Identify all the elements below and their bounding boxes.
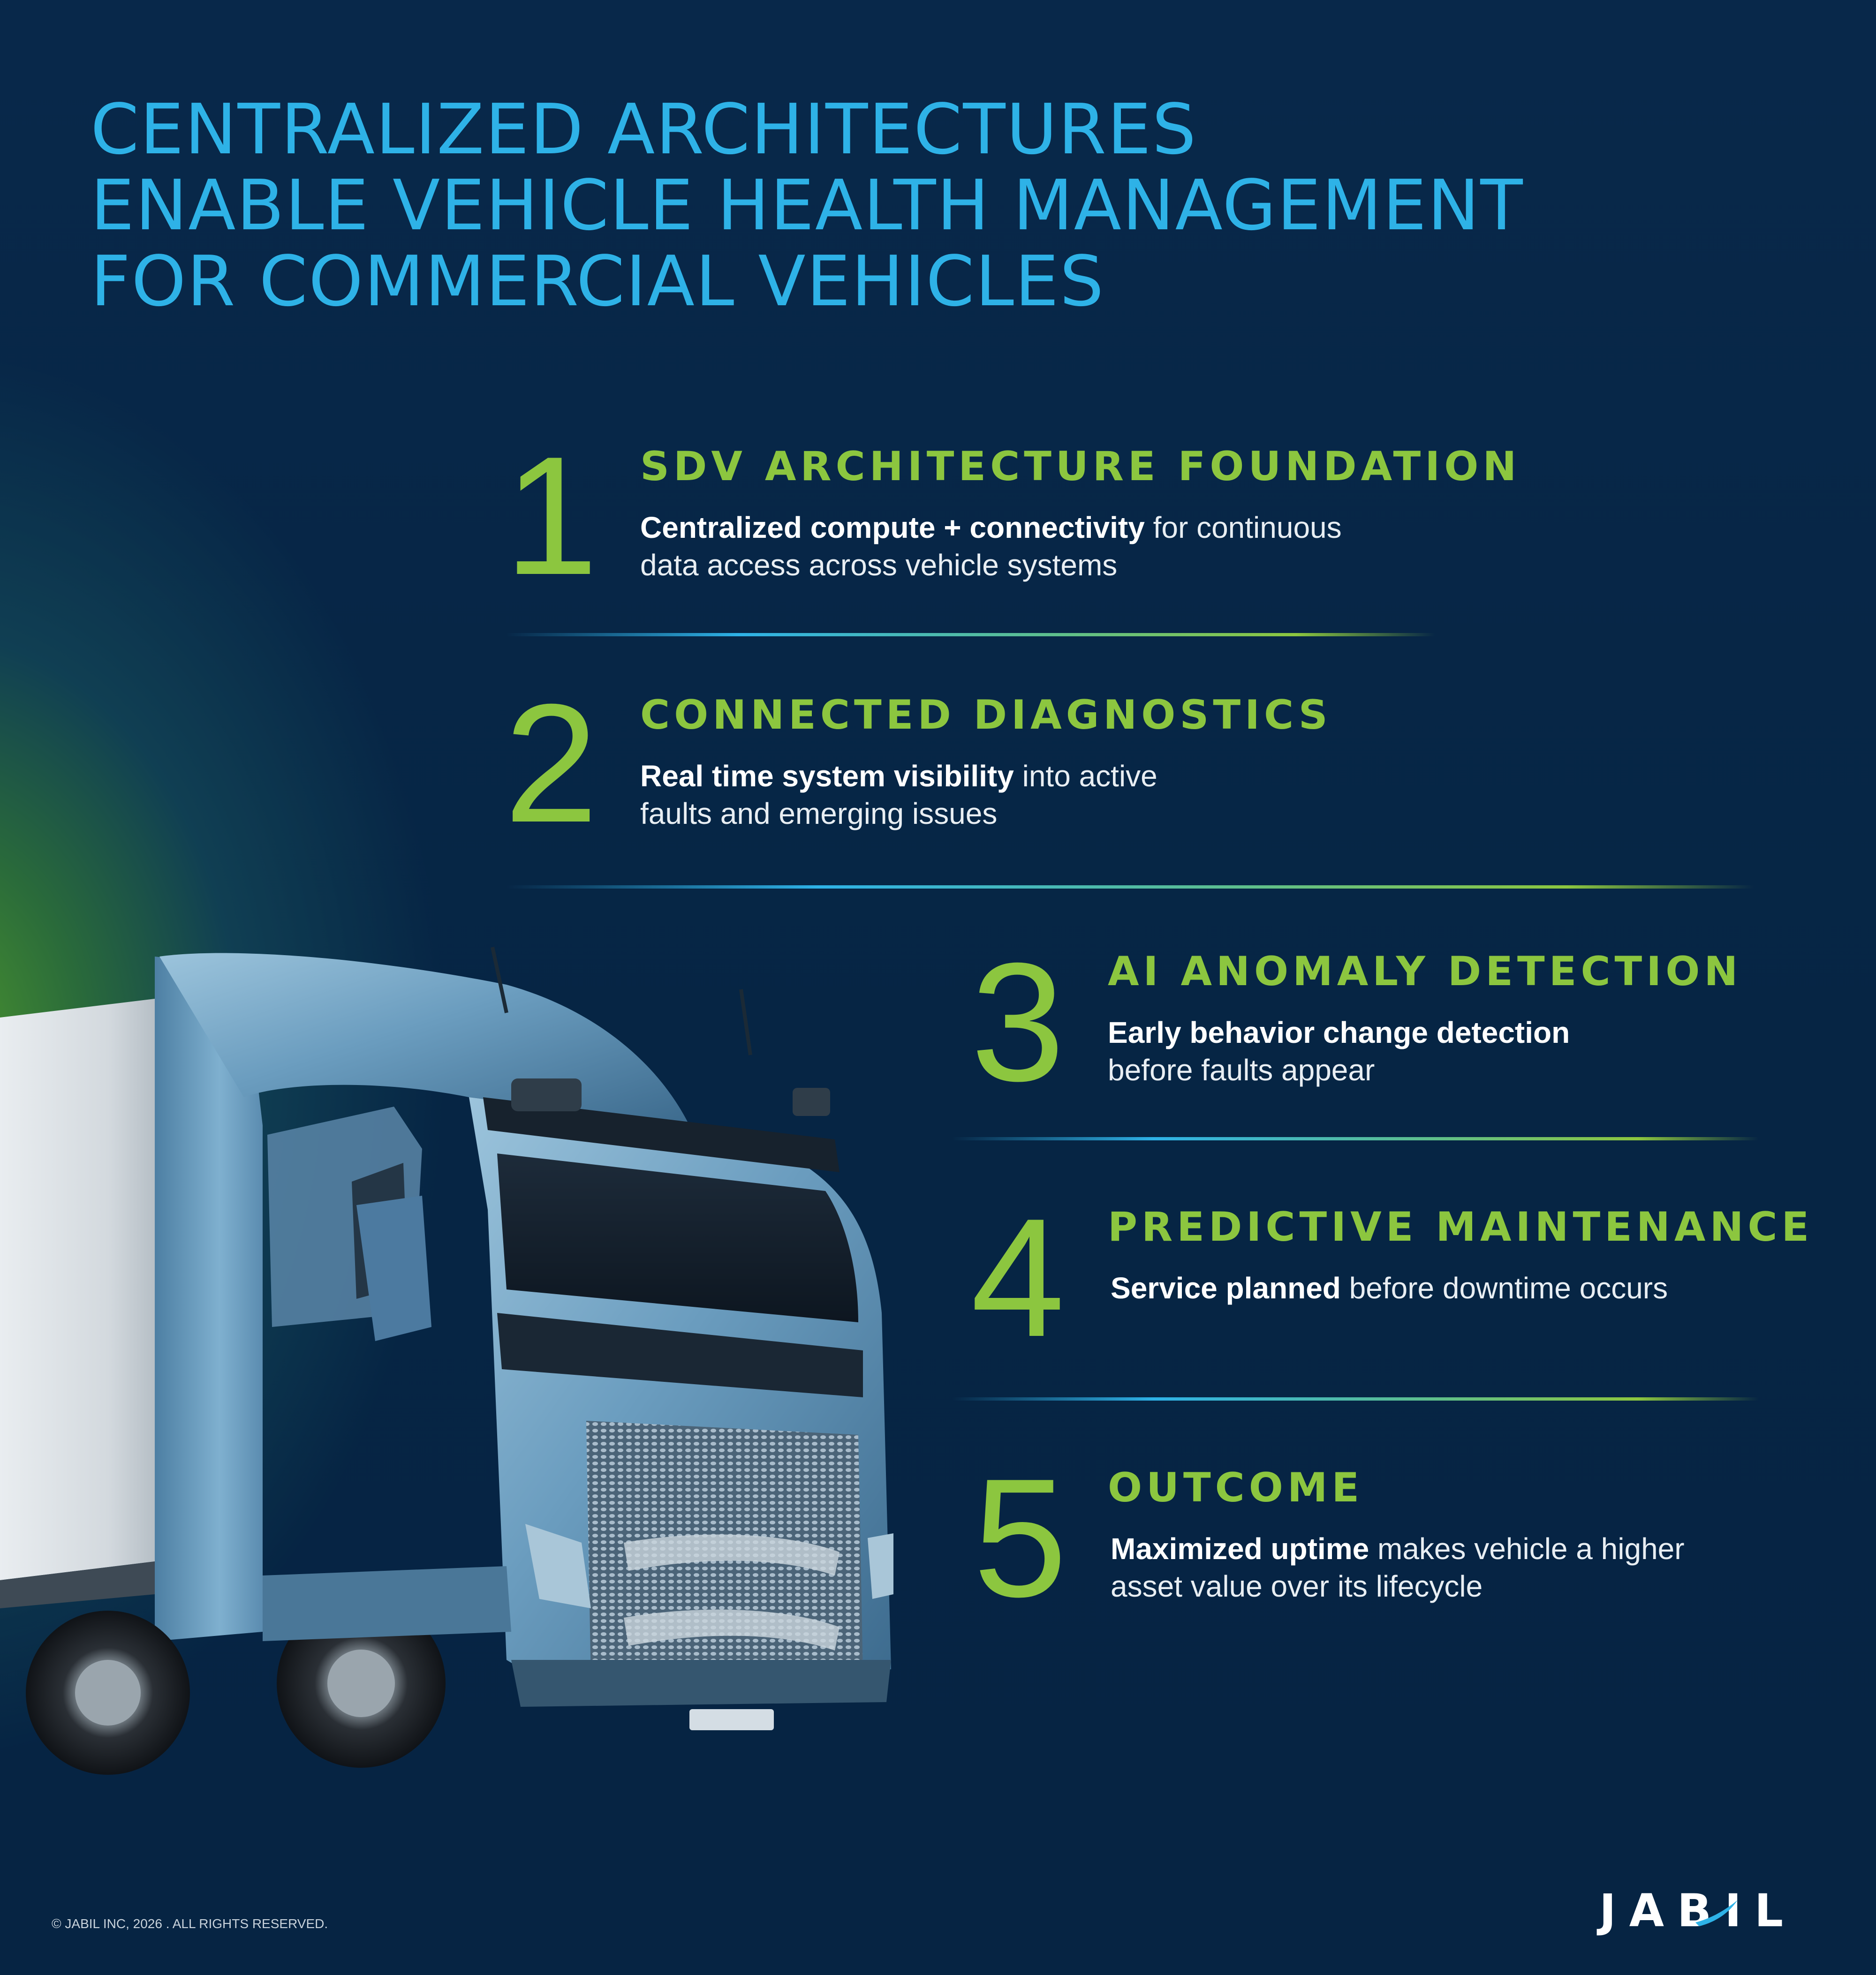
divider-1 xyxy=(507,633,1435,636)
step-body-bold-1: Centralized compute + connectivity xyxy=(640,511,1145,544)
step-body-line2-5: asset value over its lifecycle xyxy=(1111,1569,1483,1603)
step-body-5: Maximized uptime makes vehicle a higher … xyxy=(1111,1530,1838,1605)
step-number-3: 3 xyxy=(971,928,1065,1116)
title-line-3: FOR COMMERCIAL VEHICLES xyxy=(91,241,1105,322)
step-body-3: Early behavior change detection before f… xyxy=(1108,1014,1835,1089)
jabil-logo: JABIL xyxy=(1599,1888,1806,1933)
step-heading-5: OUTCOME xyxy=(1108,1464,1364,1511)
step-heading-4: PREDICTIVE MAINTENANCE xyxy=(1108,1204,1814,1251)
step-heading-3: AI ANOMALY DETECTION xyxy=(1108,948,1742,995)
truck-illustration xyxy=(0,947,893,1775)
step-body-bold-3: Early behavior change detection xyxy=(1108,1016,1570,1049)
step-number-1: 1 xyxy=(504,422,598,610)
step-body-bold-5: Maximized uptime xyxy=(1111,1532,1369,1566)
step-number-5: 5 xyxy=(973,1444,1067,1632)
title-line-2: ENABLE VEHICLE HEALTH MANAGEMENT xyxy=(91,165,1524,246)
divider-3 xyxy=(952,1137,1759,1140)
step-body-1: Centralized compute + connectivity for c… xyxy=(640,509,1391,584)
step-number-2: 2 xyxy=(504,669,598,858)
divider-2 xyxy=(507,885,1754,889)
divider-4 xyxy=(952,1397,1759,1401)
step-body-rest-5: makes vehicle a higher xyxy=(1369,1532,1685,1566)
step-body-line2-2: faults and emerging issues xyxy=(640,797,998,830)
step-body-bold-2: Real time system visibility xyxy=(640,759,1014,793)
step-body-line2-3: before faults appear xyxy=(1108,1053,1375,1087)
logo-text: JABIL xyxy=(1599,1885,1797,1937)
step-body-2: Real time system visibility into active … xyxy=(640,757,1391,832)
step-body-line2-1: data access across vehicle systems xyxy=(640,548,1118,582)
step-heading-2: CONNECTED DIAGNOSTICS xyxy=(640,692,1332,739)
page-title: CENTRALIZED ARCHITECTURES ENABLE VEHICLE… xyxy=(91,91,1826,319)
step-number-4: 4 xyxy=(971,1183,1065,1372)
step-body-rest-2: into active xyxy=(1014,759,1157,793)
logo-swoosh-icon xyxy=(1695,1900,1738,1926)
step-body-bold-4: Service planned xyxy=(1111,1271,1341,1305)
step-body-4: Service planned before downtime occurs xyxy=(1111,1269,1838,1307)
title-line-1: CENTRALIZED ARCHITECTURES xyxy=(91,89,1197,170)
step-body-rest-1: for continuous xyxy=(1144,511,1342,544)
step-heading-1: SDV ARCHITECTURE FOUNDATION xyxy=(640,443,1521,490)
copyright-text: © JABIL INC, 2026 . ALL RIGHTS RESERVED. xyxy=(52,1916,328,1931)
step-body-rest-4: before downtime occurs xyxy=(1340,1271,1668,1305)
